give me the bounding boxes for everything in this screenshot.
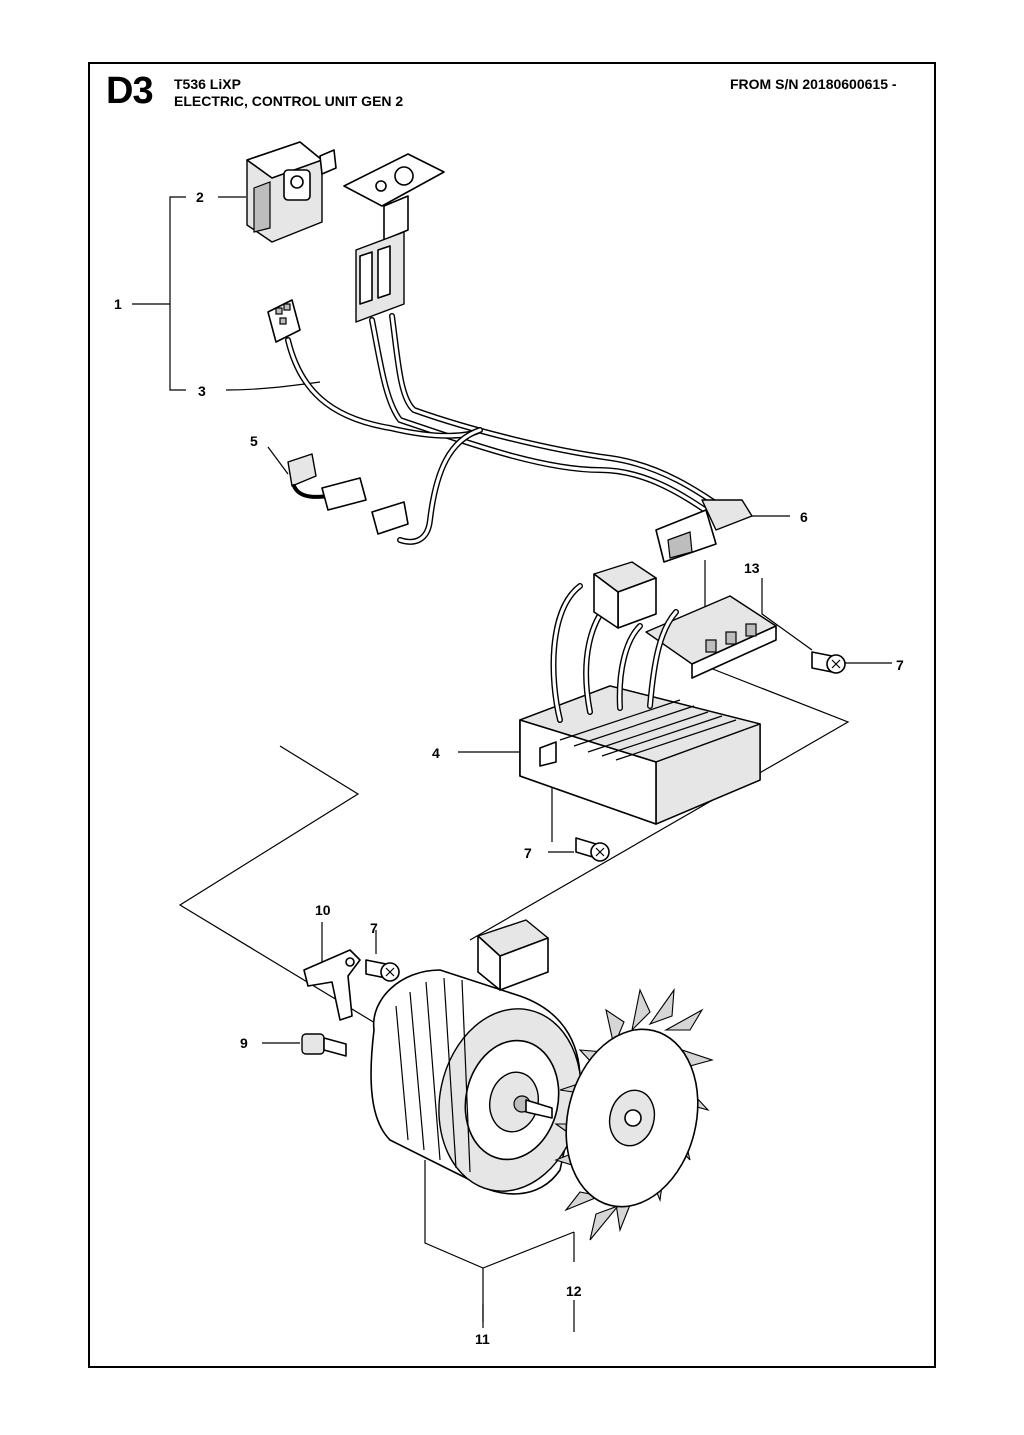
part-switch (246, 141, 337, 243)
callout-9: 9 (240, 1035, 248, 1051)
screw-7b (575, 837, 610, 862)
part-wire-harness (267, 153, 731, 545)
screw-7a (811, 651, 846, 674)
section-code: D3 (106, 70, 154, 112)
part-bracket-clip (303, 949, 361, 1021)
part-main-connector (655, 499, 753, 563)
callout-10: 10 (315, 902, 331, 918)
callout-13: 13 (744, 560, 760, 576)
callout-7-right: 7 (896, 657, 904, 673)
callout-7-middle: 7 (524, 845, 532, 861)
callout-3: 3 (198, 383, 206, 399)
callout-11: 11 (475, 1331, 490, 1347)
serial-range: FROM S/N 20180600615 - (730, 76, 897, 92)
model-name: T536 LiXP (174, 76, 241, 92)
callout-12: 12 (566, 1283, 582, 1299)
page-frame (88, 62, 936, 1368)
callout-2: 2 (196, 189, 204, 205)
callout-6: 6 (800, 509, 808, 525)
part-sensor (287, 453, 409, 535)
callout-5: 5 (250, 433, 258, 449)
callout-1: 1 (114, 296, 122, 312)
diagram-title: ELECTRIC, CONTROL UNIT GEN 2 (174, 93, 404, 109)
part-fan (554, 988, 714, 1241)
callout-labels: 2 1 3 5 6 13 7 4 7 10 7 9 12 11 (114, 189, 904, 1347)
screw-7c (365, 959, 400, 982)
callout-7-left: 7 (370, 920, 378, 936)
part-terminal-block (645, 595, 777, 679)
part-bolt (301, 1033, 347, 1057)
part-control-unit (519, 561, 761, 825)
leader-lines (132, 196, 892, 1332)
callout-4: 4 (432, 745, 440, 761)
